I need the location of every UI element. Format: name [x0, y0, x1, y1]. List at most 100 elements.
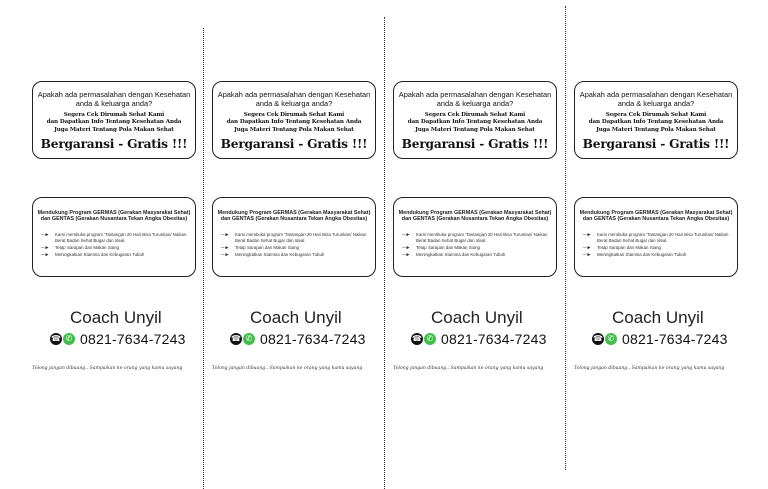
- whatsapp-icon: ✆: [63, 333, 75, 345]
- benefit-text: Meningkatkan Stamina dan Kebugaran Tubuh: [235, 251, 325, 257]
- cta-line-2: dan Dapatkan Info Tentang Kesehatan Anda: [226, 119, 362, 126]
- guarantee-text: Bergaransi - Gratis !!!: [40, 137, 188, 152]
- cta-line-2: dan Dapatkan Info Tentang Kesehatan Anda: [46, 119, 182, 126]
- cta-text: Segera Cek Dirumah Sehat Kami dan Dapatk…: [213, 112, 375, 134]
- phone-row: ☎ ✆ 0821-7634-7243: [592, 331, 728, 347]
- list-item: ─► Meningkatkan Stamina dan Kebugaran Tu…: [221, 252, 375, 259]
- arrow-bullet-icon: ─►: [583, 245, 592, 251]
- arrow-bullet-icon: ─►: [221, 245, 230, 251]
- arrow-bullet-icon: ─►: [41, 251, 50, 258]
- guarantee-text: Bergaransi - Gratis !!!: [220, 137, 368, 152]
- coach-name: Coach Unyil: [250, 308, 342, 327]
- list-item: ─► Tetap Sarapan dan Makan Siang: [221, 245, 375, 252]
- phone-number: 0821-7634-7243: [260, 331, 366, 347]
- cta-text: Segera Cek Dirumah Sehat Kami dan Dapatk…: [575, 112, 737, 134]
- phone-number: 0821-7634-7243: [441, 331, 547, 347]
- cta-line-3: Juga Materi Tentang Pola Makan Sehat: [54, 126, 174, 133]
- benefit-text: Tetap Sarapan dan Makan Siang: [235, 245, 299, 250]
- benefit-text: Kami membuka program 'Tantangan 20 Hari …: [597, 231, 729, 244]
- benefit-text: Meningkatkan Stamina dan Kebugaran Tubuh: [55, 251, 145, 257]
- list-item: ─► Kami membuka program 'Tantangan 20 Ha…: [41, 232, 195, 245]
- program-title: Mendukung Program GERMAS (Gerakan Masyar…: [37, 210, 191, 223]
- benefit-text: Meningkatkan Stamina dan Kebugaran Tubuh: [597, 251, 687, 257]
- cta-line-1: Segera Cek Dirumah Sehat Kami: [424, 112, 526, 118]
- benefit-text: Kami membuka program 'Tantangan 20 Hari …: [235, 231, 367, 244]
- program-box: Mendukung Program GERMAS (Gerakan Masyar…: [32, 197, 196, 277]
- benefit-text: Meningkatkan Stamina dan Kebugaran Tubuh: [416, 251, 506, 257]
- arrow-bullet-icon: ─►: [41, 245, 50, 251]
- list-item: ─► Meningkatkan Stamina dan Kebugaran Tu…: [583, 252, 737, 259]
- phone-row: ☎ ✆ 0821-7634-7243: [50, 331, 186, 347]
- benefit-text: Tetap Sarapan dan Makan Siang: [597, 245, 661, 250]
- cta-line-2: dan Dapatkan Info Tentang Kesehatan Anda: [588, 119, 724, 126]
- coach-name: Coach Unyil: [612, 308, 704, 327]
- cta-line-2: dan Dapatkan Info Tentang Kesehatan Anda: [407, 119, 543, 126]
- program-title: Mendukung Program GERMAS (Gerakan Masyar…: [217, 210, 371, 223]
- arrow-bullet-icon: ─►: [583, 251, 592, 258]
- footer-note: Tolong jangan dibuang.. Sampaikan ke ora…: [32, 366, 183, 371]
- program-title: Mendukung Program GERMAS (Gerakan Masyar…: [579, 210, 733, 223]
- list-item: ─► Meningkatkan Stamina dan Kebugaran Tu…: [41, 252, 195, 259]
- whatsapp-icon: ✆: [424, 333, 436, 345]
- list-item: ─► Tetap Sarapan dan Makan Siang: [402, 245, 556, 252]
- question-text: Apakah ada permasalahan dengan Kesehatan…: [217, 90, 371, 108]
- cta-text: Segera Cek Dirumah Sehat Kami dan Dapatk…: [33, 112, 195, 134]
- benefit-text: Tetap Sarapan dan Makan Siang: [55, 245, 119, 250]
- program-box: Mendukung Program GERMAS (Gerakan Masyar…: [212, 197, 376, 277]
- phone-call-icon: ☎: [592, 333, 604, 345]
- coach-name: Coach Unyil: [70, 308, 162, 327]
- phone-row: ☎ ✆ 0821-7634-7243: [230, 331, 366, 347]
- cut-line-2: [384, 17, 385, 489]
- guarantee-text: Bergaransi - Gratis !!!: [582, 137, 730, 152]
- benefit-list: ─► Kami membuka program 'Tantangan 20 Ha…: [213, 232, 375, 258]
- program-box: Mendukung Program GERMAS (Gerakan Masyar…: [574, 197, 738, 277]
- footer-note: Tolong jangan dibuang.. Sampaikan ke ora…: [212, 366, 363, 371]
- footer-note: Tolong jangan dibuang.. Sampaikan ke ora…: [574, 366, 725, 371]
- cta-line-1: Segera Cek Dirumah Sehat Kami: [63, 112, 165, 118]
- contact-icons: ☎ ✆: [230, 333, 255, 345]
- list-item: ─► Meningkatkan Stamina dan Kebugaran Tu…: [402, 252, 556, 259]
- cta-text: Segera Cek Dirumah Sehat Kami dan Dapatk…: [394, 112, 556, 134]
- phone-row: ☎ ✆ 0821-7634-7243: [411, 331, 547, 347]
- phone-call-icon: ☎: [230, 333, 242, 345]
- arrow-bullet-icon: ─►: [402, 231, 411, 238]
- arrow-bullet-icon: ─►: [41, 231, 50, 238]
- offer-box: Apakah ada permasalahan dengan Kesehatan…: [393, 81, 557, 159]
- arrow-bullet-icon: ─►: [402, 251, 411, 258]
- cut-line-3: [565, 6, 566, 470]
- phone-number: 0821-7634-7243: [80, 331, 186, 347]
- question-text: Apakah ada permasalahan dengan Kesehatan…: [398, 90, 552, 108]
- arrow-bullet-icon: ─►: [221, 231, 230, 238]
- arrow-bullet-icon: ─►: [402, 245, 411, 251]
- program-title: Mendukung Program GERMAS (Gerakan Masyar…: [398, 210, 552, 223]
- offer-box: Apakah ada permasalahan dengan Kesehatan…: [212, 81, 376, 159]
- arrow-bullet-icon: ─►: [583, 231, 592, 238]
- cta-line-3: Juga Materi Tentang Pola Makan Sehat: [596, 126, 716, 133]
- program-box: Mendukung Program GERMAS (Gerakan Masyar…: [393, 197, 557, 277]
- benefit-list: ─► Kami membuka program 'Tantangan 20 Ha…: [575, 232, 737, 258]
- cta-line-3: Juga Materi Tentang Pola Makan Sehat: [234, 126, 354, 133]
- benefit-text: Kami membuka program 'Tantangan 20 Hari …: [55, 231, 187, 244]
- offer-box: Apakah ada permasalahan dengan Kesehatan…: [32, 81, 196, 159]
- cta-line-1: Segera Cek Dirumah Sehat Kami: [243, 112, 345, 118]
- cut-line-1: [203, 28, 204, 489]
- question-text: Apakah ada permasalahan dengan Kesehatan…: [37, 90, 191, 108]
- whatsapp-icon: ✆: [605, 333, 617, 345]
- question-text: Apakah ada permasalahan dengan Kesehatan…: [579, 90, 733, 108]
- contact-icons: ☎ ✆: [592, 333, 617, 345]
- contact-icons: ☎ ✆: [411, 333, 436, 345]
- benefit-list: ─► Kami membuka program 'Tantangan 20 Ha…: [394, 232, 556, 258]
- list-item: ─► Tetap Sarapan dan Makan Siang: [583, 245, 737, 252]
- benefit-text: Kami membuka program 'Tantangan 20 Hari …: [416, 231, 548, 244]
- list-item: ─► Kami membuka program 'Tantangan 20 Ha…: [583, 232, 737, 245]
- cta-line-3: Juga Materi Tentang Pola Makan Sehat: [415, 126, 535, 133]
- phone-call-icon: ☎: [50, 333, 62, 345]
- footer-note: Tolong jangan dibuang.. Sampaikan ke ora…: [393, 366, 544, 371]
- phone-number: 0821-7634-7243: [622, 331, 728, 347]
- list-item: ─► Tetap Sarapan dan Makan Siang: [41, 245, 195, 252]
- guarantee-text: Bergaransi - Gratis !!!: [401, 137, 549, 152]
- phone-call-icon: ☎: [411, 333, 423, 345]
- list-item: ─► Kami membuka program 'Tantangan 20 Ha…: [221, 232, 375, 245]
- benefit-list: ─► Kami membuka program 'Tantangan 20 Ha…: [33, 232, 195, 258]
